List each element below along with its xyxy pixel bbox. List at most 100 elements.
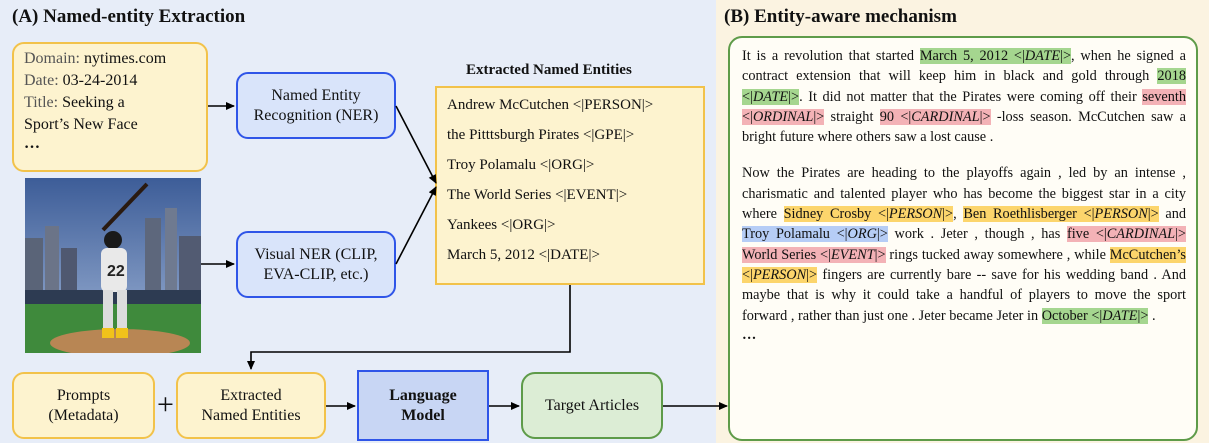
entity-date: October <|DATE|>: [1041, 307, 1149, 324]
entity-text: World Series <|: [742, 246, 831, 263]
panel-b-title: (B) Entity-aware mechanism: [724, 6, 957, 27]
text-span: . It did not matter that the Pirates wer…: [799, 88, 1143, 105]
entity-item: Troy Polamalu <|ORG|>: [447, 157, 595, 173]
title-value-1: Seeking a: [62, 94, 125, 111]
date-line: Date: 03-24-2014: [24, 70, 206, 92]
entity-item: The World Series <|EVENT|>: [447, 187, 628, 203]
article-ellipsis: …: [742, 326, 757, 343]
entity-tag: DATE: [1102, 307, 1138, 324]
panel-entity-aware-mechanism: (B) Entity-aware mechanism It is a revol…: [716, 0, 1209, 443]
visual-ner-line-2: EVA-CLIP, etc.): [263, 265, 369, 283]
entity-text: Troy Polamalu <|: [742, 226, 848, 243]
text-span: straight: [824, 108, 880, 125]
metadata-box: Domain: nytimes.com Date: 03-24-2014 Tit…: [12, 42, 208, 172]
entity-text: March 5, 2012 <|: [919, 48, 1025, 64]
entity-end: |>: [942, 206, 954, 223]
entity-text: seventh <|: [742, 88, 1186, 125]
entity-end: |>: [788, 88, 800, 105]
entity-tag: PERSON: [752, 266, 807, 283]
extracted-entities-title: Extracted Named Entities: [466, 62, 632, 78]
entity-tag: CARDINAL: [1106, 226, 1176, 243]
batter-figure: 22: [101, 182, 149, 338]
domain-line: Domain: nytimes.com: [24, 48, 206, 70]
plus-sign: +: [157, 388, 174, 421]
entity-item: Yankees <|ORG|>: [447, 217, 556, 233]
prompts-box: Prompts (Metadata): [12, 372, 155, 439]
entity-item: the Pitttsburgh Pirates <|GPE|>: [447, 127, 635, 143]
entity-end: |>: [813, 108, 825, 125]
entity-tag: DATE: [752, 88, 789, 105]
entity-text: McCutchen’s <|: [742, 246, 1186, 283]
entity-tag: PERSON: [1094, 206, 1148, 223]
entity-text: Sidney Crosby <|: [783, 206, 889, 223]
entity-tag: ORDINAL: [752, 108, 814, 125]
arrow-visual-ner-to-entities: [395, 186, 437, 265]
photo-illustration: 22: [25, 178, 201, 353]
arrow-ner-to-entities: [395, 105, 437, 184]
article-paragraph-2: Now the Pirates are heading to the playo…: [742, 163, 1186, 325]
title-line: Title: Seeking a: [24, 92, 206, 114]
entity-cardinal: 90 <|CARDINAL|>: [879, 108, 991, 125]
text-span: -loss season. McCutchen saw a bright fut…: [742, 108, 1186, 146]
entity-end: |>: [874, 246, 886, 263]
extracted-line-2: Named Entities: [201, 406, 301, 424]
entity-person: Ben Roethlisberger <|PERSON|>: [963, 206, 1159, 223]
title-value-2: Sport’s New Face: [24, 116, 138, 133]
panel-named-entity-extraction: (A) Named-entity Extraction Domain: nyti…: [0, 0, 716, 443]
entity-end: |>: [1147, 206, 1159, 223]
entity-end: |>: [979, 108, 991, 125]
baseball-player-photo: 22: [25, 178, 201, 353]
entity-tag: PERSON: [888, 206, 943, 223]
panel-a-title: (A) Named-entity Extraction: [12, 6, 246, 27]
text-span: .: [1148, 307, 1156, 324]
visual-ner-box: Visual NER (CLIP, EVA-CLIP, etc.): [236, 231, 396, 298]
entity-tag: CARDINAL: [911, 108, 980, 125]
text-span: , when he signed a contract extension th…: [742, 48, 1186, 85]
entity-text: October <|: [1041, 307, 1103, 324]
extracted-entities-box: Andrew McCutchen <|PERSON|> the Pitttsbu…: [435, 86, 705, 285]
domain-value: nytimes.com: [84, 50, 167, 67]
lm-line-1: Language: [389, 386, 457, 404]
entity-end: |>: [1175, 226, 1186, 243]
entity-tag: EVENT: [830, 246, 875, 263]
domain-label: Domain:: [24, 50, 80, 67]
entity-text: 90 <|: [879, 108, 912, 125]
prompts-line-2: (Metadata): [48, 406, 119, 424]
entity-text: Ben Roethlisberger <|: [963, 206, 1095, 223]
text-span: fingers are currently bare -- save for h…: [742, 266, 1186, 324]
entity-end: |>: [806, 266, 818, 283]
entity-org: Troy Polamalu <|ORG|>: [742, 226, 888, 243]
entity-tag: DATE: [1024, 48, 1061, 64]
entity-end: |>: [876, 226, 888, 243]
text-span: work . Jeter , though , has: [887, 226, 1067, 243]
article-paragraph-1: It is a revolution that started March 5,…: [742, 46, 1186, 147]
entity-end: |>: [1137, 307, 1149, 324]
entity-event: World Series <|EVENT|>: [742, 246, 886, 263]
extracted-line-1: Extracted: [220, 386, 282, 404]
entity-tag: ORG: [847, 226, 877, 243]
visual-ner-line-1: Visual NER (CLIP,: [254, 245, 378, 263]
entity-text: 2018 <|: [742, 68, 1186, 105]
text-span: and: [1158, 206, 1187, 223]
text-span: ,: [953, 206, 964, 223]
metadata-ellipsis: …: [24, 135, 40, 152]
entity-date: March 5, 2012 <|DATE|>: [919, 48, 1072, 64]
entity-end: |>: [1060, 48, 1072, 64]
title-label: Title:: [24, 94, 59, 111]
arrow-entities-to-input: [247, 285, 571, 370]
date-label: Date:: [24, 72, 59, 89]
entity-person: Sidney Crosby <|PERSON|>: [783, 206, 954, 223]
entity-text: five <|: [1066, 226, 1107, 243]
text-span: rings tucked away somewhere , while: [885, 246, 1110, 263]
target-articles-label: Target Articles: [544, 396, 640, 414]
target-articles-box: Target Articles: [521, 372, 663, 439]
prompts-line-1: Prompts: [56, 386, 111, 404]
entity-item: Andrew McCutchen <|PERSON|>: [447, 97, 654, 113]
ner-line-2: Recognition (NER): [253, 106, 379, 124]
text-span: It is a revolution that started: [742, 48, 920, 64]
text-span: Now the Pirates are heading to the playo…: [742, 165, 1186, 223]
